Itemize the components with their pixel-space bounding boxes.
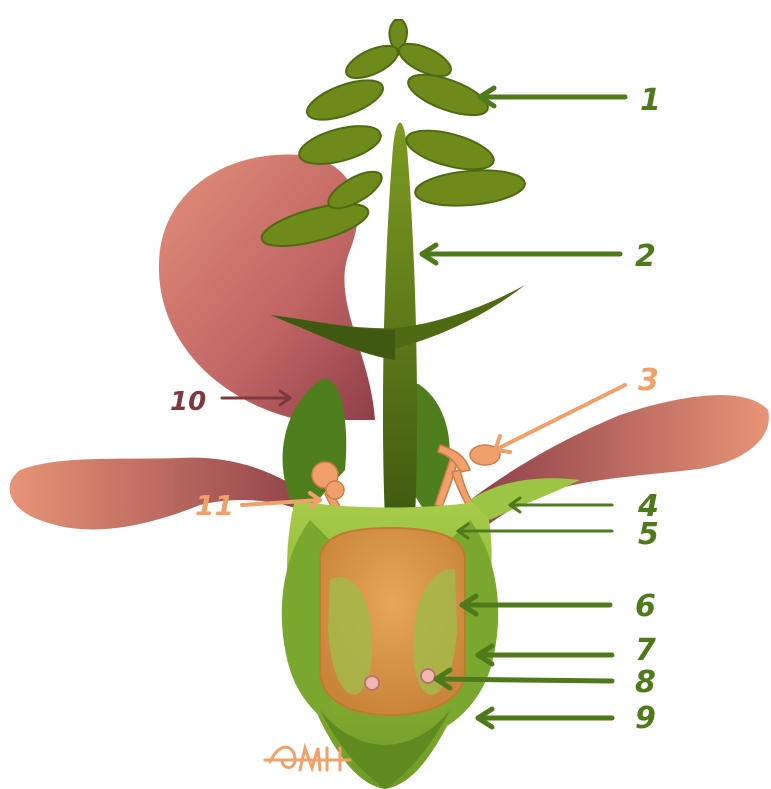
ovule-right: [421, 669, 435, 683]
arrow-8: [436, 679, 612, 681]
label-7: 7: [635, 633, 656, 668]
left-petal: [10, 458, 320, 530]
label-9: 9: [635, 701, 656, 736]
artist-signature: [265, 747, 350, 770]
label-10: 10: [170, 387, 206, 417]
label-1: 1: [640, 83, 661, 118]
right-petal: [470, 395, 769, 540]
label-5: 5: [638, 517, 659, 552]
label-11: 11: [195, 489, 234, 522]
label-3: 3: [638, 363, 659, 398]
sepal-right-tip: [470, 478, 580, 520]
label-2: 2: [635, 239, 656, 274]
label-8: 8: [635, 665, 656, 700]
ovule-left: [365, 676, 379, 690]
label-6: 6: [635, 589, 656, 624]
style-stem: [383, 123, 417, 521]
